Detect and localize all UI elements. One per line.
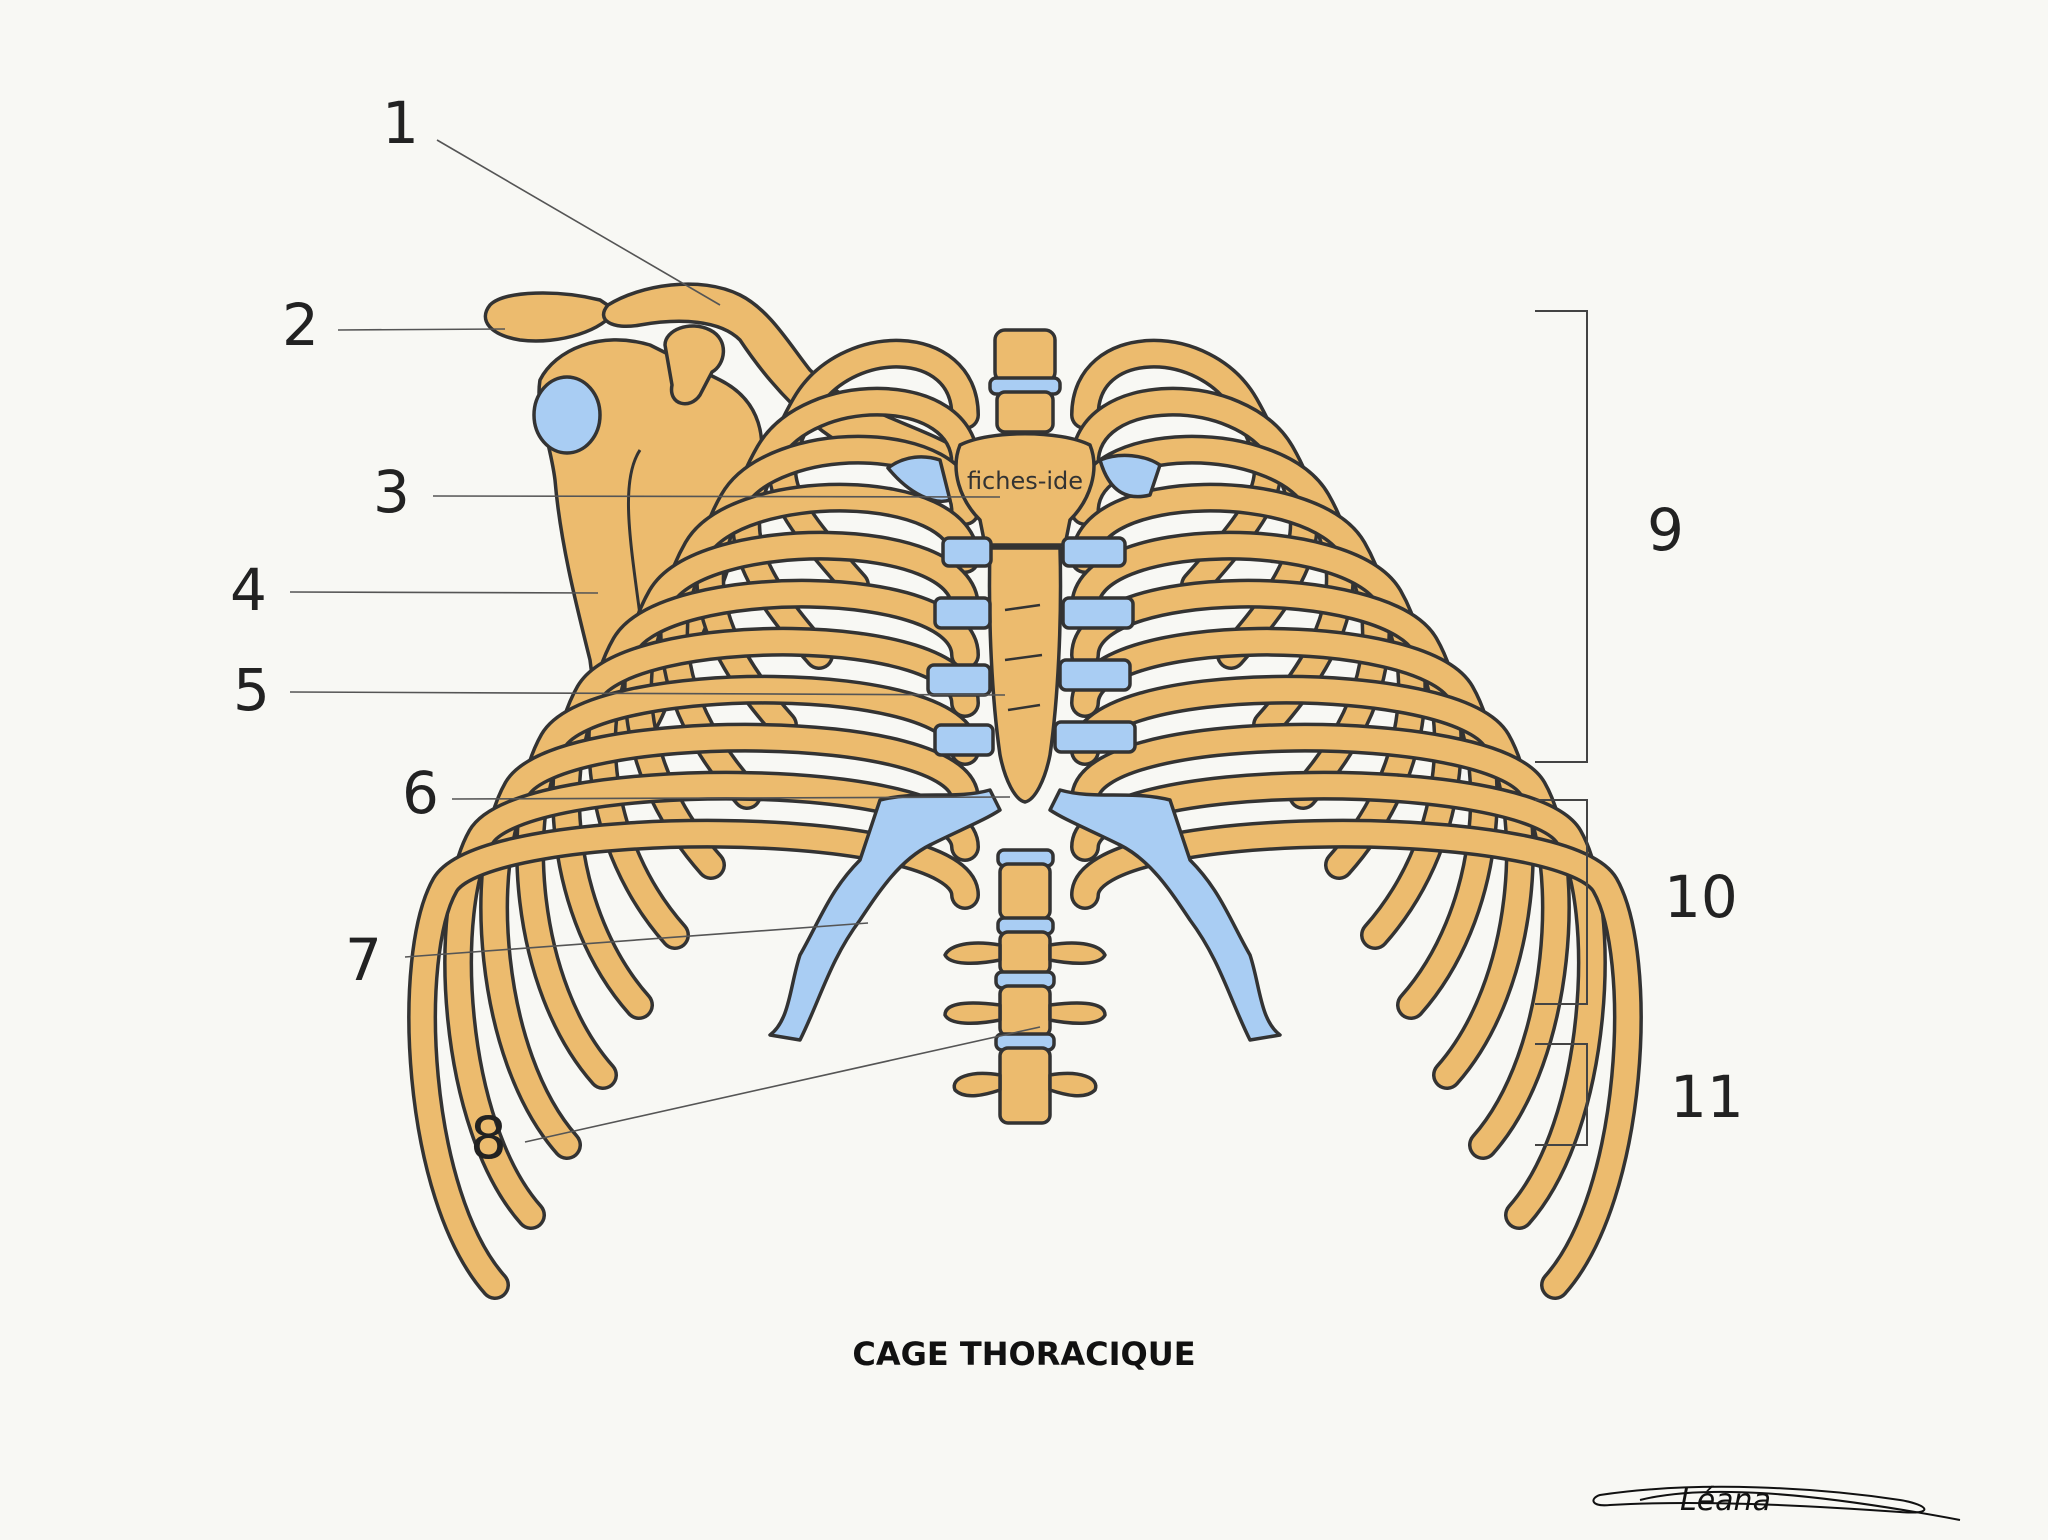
rib-fill [1073, 630, 1496, 1017]
rib-fill [626, 534, 977, 877]
rib-fill [554, 630, 977, 1017]
label-8: 8 [470, 1104, 507, 1172]
label-11: 11 [1670, 1063, 1744, 1131]
rib-fill [410, 822, 977, 1297]
label-3: 3 [373, 458, 410, 526]
leader-lines [289, 139, 1041, 1143]
bracket-9 [1535, 310, 1588, 763]
ribs [407, 338, 1643, 1300]
label-7: 7 [345, 926, 382, 994]
sternum [954, 432, 1096, 804]
number-labels: 1 2 3 4 5 6 7 8 [230, 89, 507, 1172]
label-1: 1 [382, 89, 419, 157]
rib-fill [482, 726, 977, 1157]
label-2: 2 [282, 291, 319, 359]
rib-fill [518, 678, 977, 1087]
rib-fill [1073, 678, 1532, 1087]
bracket-10 [1535, 799, 1588, 1005]
watermark-label: fiches-ide [967, 467, 1083, 495]
glenoid-cartilage [532, 375, 602, 455]
label-4: 4 [230, 556, 267, 624]
label-10: 10 [1664, 863, 1738, 931]
acromion [483, 291, 617, 343]
diagram-title: CAGE THORACIQUE [852, 1335, 1195, 1373]
rib-fill [1073, 774, 1604, 1227]
brackets: 9 10 11 [1535, 310, 1744, 1146]
signature-text: Léana [1680, 1483, 1771, 1518]
label-6: 6 [402, 759, 439, 827]
signature: Léana [1592, 1483, 1961, 1521]
manubrium [954, 432, 1096, 547]
rib-fill [1073, 534, 1424, 877]
rib-fill [1073, 822, 1640, 1297]
costal-cartilage [768, 788, 1282, 1042]
upper-costal-cartilages [886, 453, 1162, 757]
vertebral-column [943, 328, 1107, 1125]
label-9: 9 [1647, 496, 1684, 564]
sternum-body [987, 546, 1063, 804]
bracket-11 [1535, 1043, 1588, 1146]
label-5: 5 [233, 656, 270, 724]
rib-fill [1073, 726, 1568, 1157]
